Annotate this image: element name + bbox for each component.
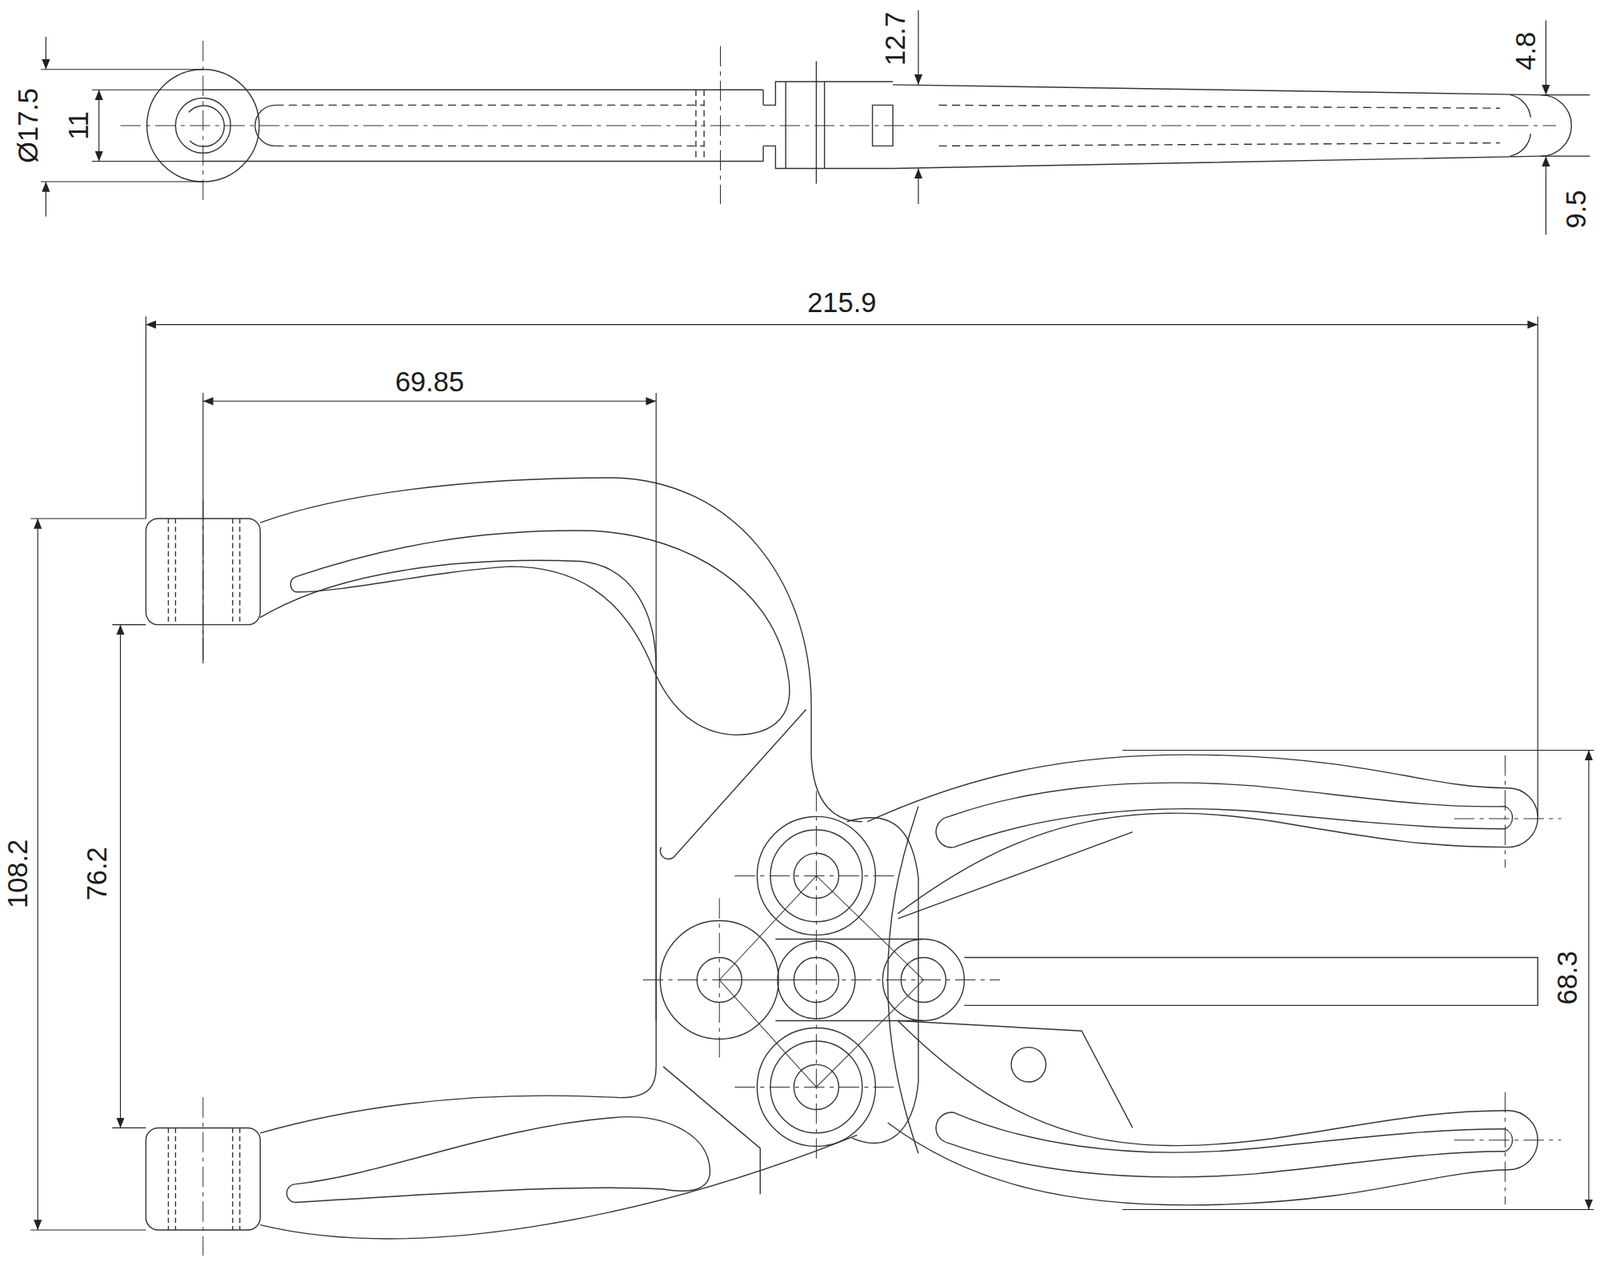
dimension-lines bbox=[30, 10, 1594, 1230]
dimension-label: 108.2 bbox=[4, 836, 32, 910]
dimension-label: 69.85 bbox=[392, 368, 466, 396]
dimension-label: 9.5 bbox=[1562, 188, 1590, 231]
dimension-label: 12.7 bbox=[882, 9, 910, 68]
dimension-label: 215.9 bbox=[805, 289, 879, 317]
side-view bbox=[120, 40, 1572, 204]
dimension-label: 4.8 bbox=[1512, 29, 1540, 72]
dimension-label: 76.2 bbox=[84, 844, 112, 903]
dimension-label: Ø17.5 bbox=[14, 85, 42, 165]
dimension-label: 68.3 bbox=[1554, 948, 1582, 1007]
clamp-body bbox=[145, 477, 1538, 1239]
center-lines bbox=[203, 500, 1562, 1256]
dimension-label: 11 bbox=[65, 108, 93, 142]
